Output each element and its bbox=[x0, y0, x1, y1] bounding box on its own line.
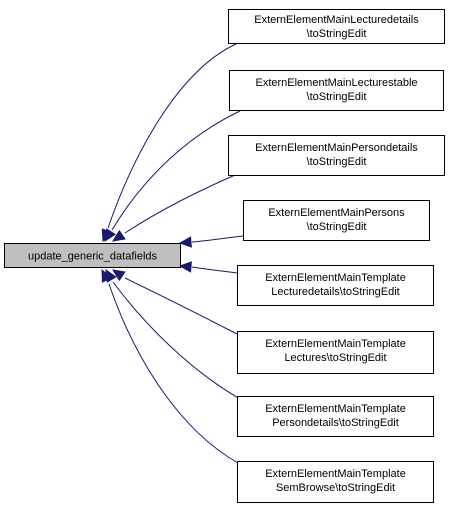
caller-node-label-line2: \toStringEdit bbox=[307, 28, 367, 40]
root-node-label: update_generic_datafields bbox=[28, 251, 158, 263]
caller-node-label-line2: \toStringEdit bbox=[307, 156, 367, 168]
edges bbox=[101, 43, 244, 464]
arrowhead-4 bbox=[178, 236, 192, 248]
caller-node-template-persondetails[interactable]: ExternElementMainTemplate Persondetails\… bbox=[237, 396, 434, 437]
root-node-box bbox=[4, 243, 181, 268]
arrowhead-3 bbox=[111, 229, 126, 242]
caller-node-label-line2: Lectures\toStringEdit bbox=[284, 352, 386, 364]
call-edge-7 bbox=[112, 281, 241, 400]
arrowhead-6 bbox=[111, 269, 126, 282]
caller-node-label-line1: ExternElementMainTemplate bbox=[265, 272, 406, 284]
caller-node-label-line1: ExternElementMainTemplate bbox=[265, 338, 406, 350]
caller-node-label-line1: ExternElementMainLecturestable bbox=[255, 77, 417, 89]
arrowhead-2 bbox=[104, 228, 117, 243]
caller-node-label-line2: SemBrowse\toStringEdit bbox=[276, 482, 395, 494]
caller-node-template-lectures[interactable]: ExternElementMainTemplate Lectures\toStr… bbox=[237, 331, 434, 374]
call-edge-5 bbox=[191, 266, 238, 274]
caller-node-label-line2: \toStringEdit bbox=[307, 221, 367, 233]
root-node[interactable]: update_generic_datafields bbox=[4, 243, 181, 268]
caller-node-label-line1: ExternElementMainPersondetails bbox=[255, 142, 418, 154]
caller-node-box bbox=[237, 265, 434, 306]
caller-node-label-line2: Lecturedetails\toStringEdit bbox=[271, 286, 399, 298]
call-edge-3 bbox=[124, 171, 243, 234]
caller-node-label-line1: ExternElementMainTemplate bbox=[265, 468, 406, 480]
caller-node-box bbox=[237, 461, 434, 503]
caller-node-box bbox=[229, 70, 444, 111]
call-edge-2 bbox=[111, 110, 241, 231]
caller-node-lecturedetails[interactable]: ExternElementMainLecturedetails \toStrin… bbox=[228, 9, 445, 44]
caller-node-box bbox=[237, 396, 434, 437]
caller-node-box bbox=[237, 331, 434, 374]
call-edge-8 bbox=[108, 283, 239, 464]
caller-node-template-lecturedetails[interactable]: ExternElementMainTemplate Lecturedetails… bbox=[237, 265, 434, 306]
caller-node-label-line2: \toStringEdit bbox=[307, 91, 367, 103]
caller-node-label-line1: ExternElementMainTemplate bbox=[265, 403, 406, 415]
arrowhead-8 bbox=[101, 268, 113, 283]
caller-node-persondetails[interactable]: ExternElementMainPersondetails \toString… bbox=[228, 135, 445, 176]
caller-node-box bbox=[228, 9, 445, 44]
caller-node-label-line2: Persondetails\toStringEdit bbox=[272, 417, 399, 429]
caller-node-lecturestable[interactable]: ExternElementMainLecturestable \toString… bbox=[229, 70, 444, 111]
caller-node-persons[interactable]: ExternElementMainPersons \toStringEdit bbox=[243, 200, 430, 241]
call-edge-6 bbox=[124, 277, 238, 335]
caller-node-label-line1: ExternElementMainLecturedetails bbox=[254, 14, 419, 26]
arrowhead-5 bbox=[178, 261, 192, 273]
caller-node-box bbox=[228, 135, 445, 176]
call-edge-4 bbox=[191, 235, 244, 243]
caller-node-label-line1: ExternElementMainPersons bbox=[268, 207, 405, 219]
caller-node-box bbox=[243, 200, 430, 241]
call-edge-1 bbox=[107, 43, 237, 229]
caller-node-template-sembrowse[interactable]: ExternElementMainTemplate SemBrowse\toSt… bbox=[237, 461, 434, 503]
